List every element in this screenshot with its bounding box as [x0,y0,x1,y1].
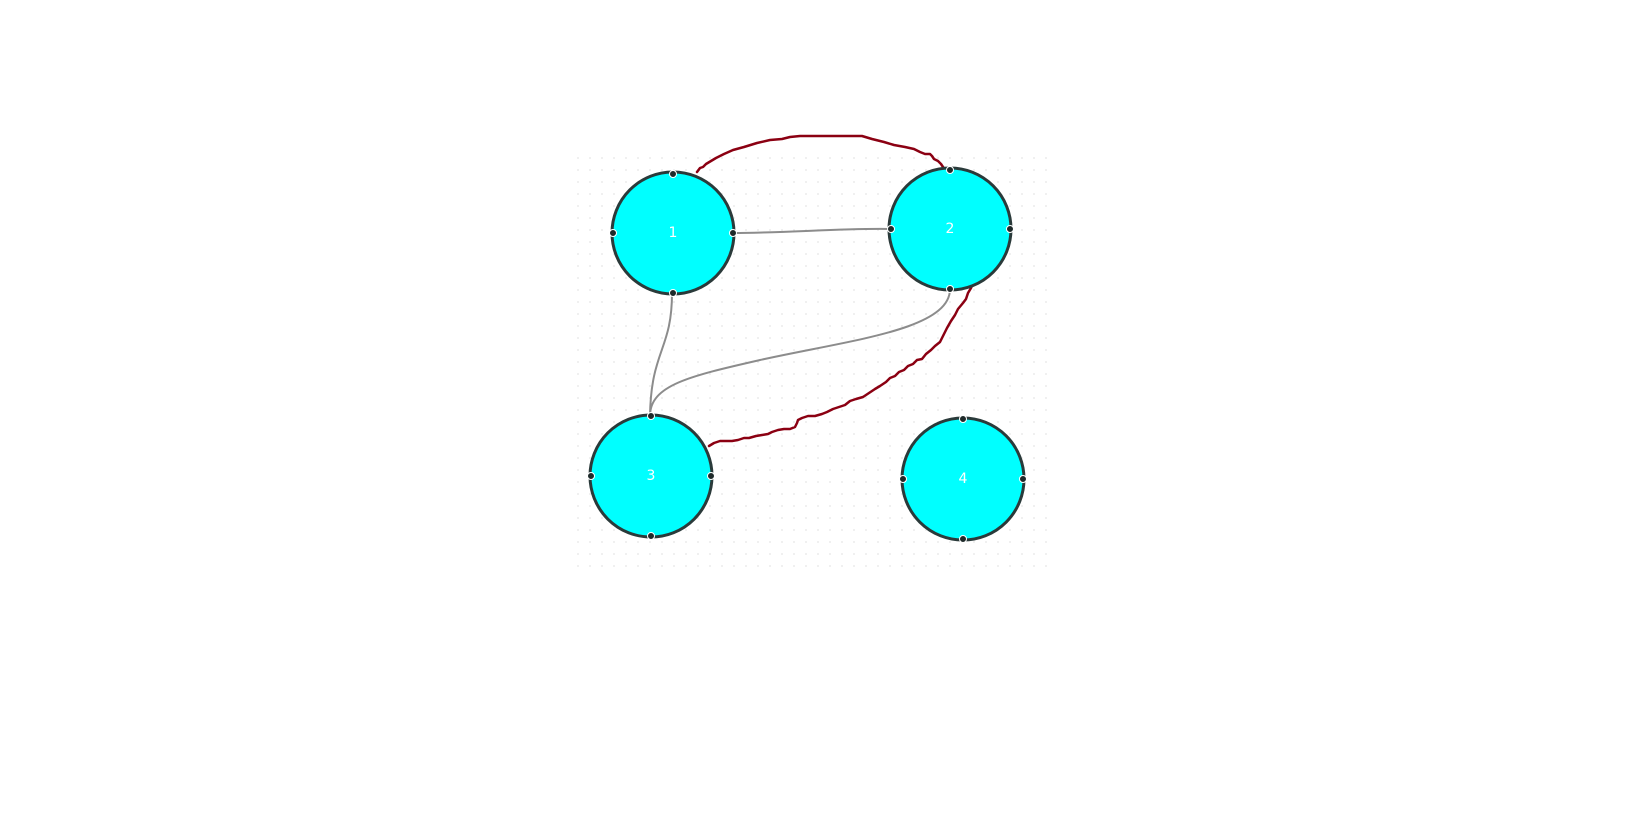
node-label: 4 [959,471,968,487]
node-4[interactable]: 4 [899,415,1027,543]
port-top[interactable] [669,170,677,178]
port-bottom[interactable] [959,535,967,543]
port-right[interactable] [729,229,737,237]
port-right[interactable] [1006,225,1014,233]
port-left[interactable] [587,472,595,480]
edge-1-2[interactable] [732,227,892,234]
port-left[interactable] [887,225,895,233]
edge-2-3[interactable] [649,288,951,417]
port-bottom[interactable] [669,289,677,297]
edge-1-3[interactable] [649,292,673,417]
node-2[interactable]: 2 [887,166,1014,293]
node-1[interactable]: 1 [609,170,737,297]
port-top[interactable] [647,412,655,420]
node-3[interactable]: 3 [587,412,715,540]
port-right[interactable] [707,472,715,480]
node-label: 2 [946,221,955,237]
port-bottom[interactable] [647,532,655,540]
node-label: 3 [647,468,656,484]
port-top[interactable] [959,415,967,423]
port-bottom[interactable] [946,285,954,293]
port-top[interactable] [946,166,954,174]
port-left[interactable] [899,475,907,483]
freehand-edge-2-3[interactable] [707,281,975,448]
port-left[interactable] [609,229,617,237]
port-right[interactable] [1019,475,1027,483]
node-label: 1 [669,225,678,241]
freehand-edge-1-2[interactable] [695,134,947,174]
